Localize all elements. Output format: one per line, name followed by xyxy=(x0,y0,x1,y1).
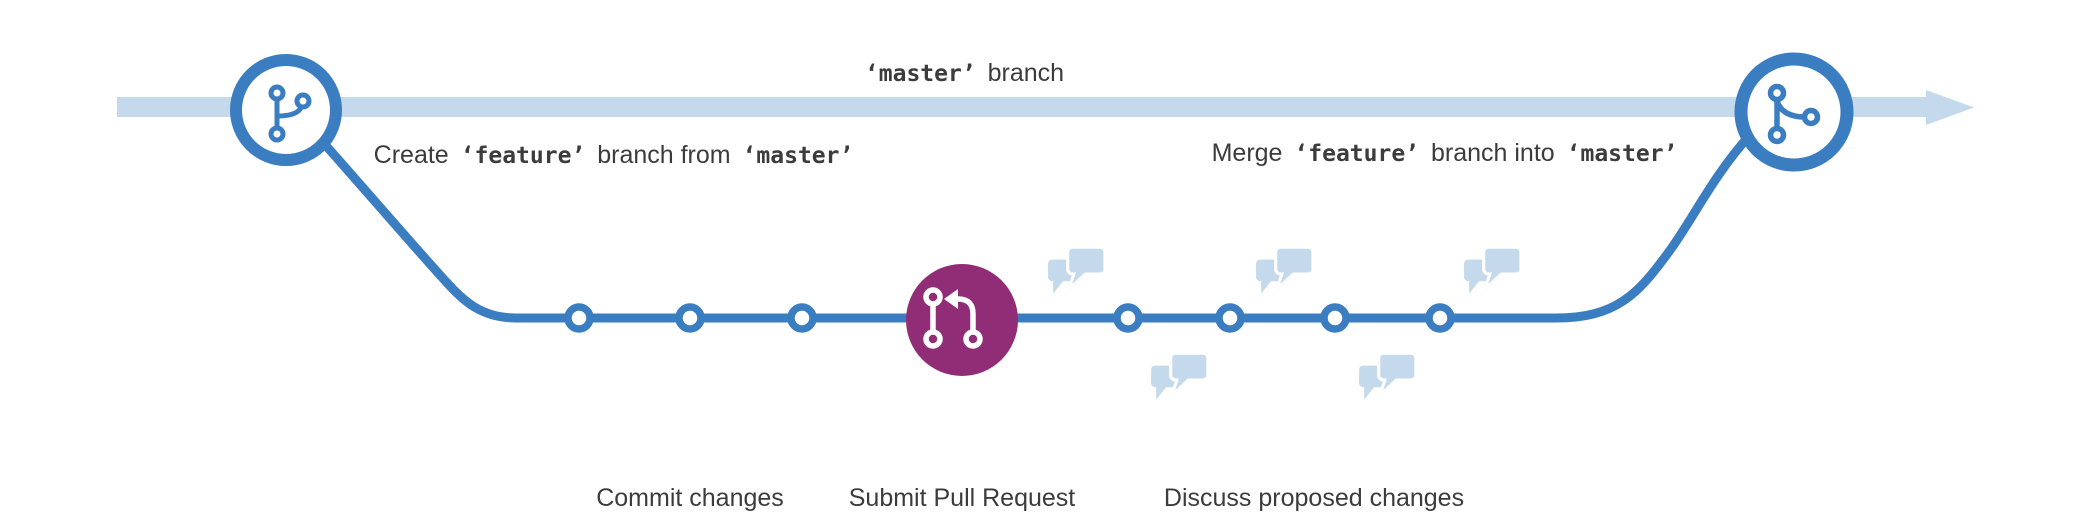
speech-bubbles-icon xyxy=(1149,351,1210,402)
arrow-right-head xyxy=(1926,90,1974,125)
commit-dot xyxy=(675,303,705,333)
merge-point-node xyxy=(1734,52,1854,172)
feature-branch-line xyxy=(315,130,1755,323)
git-pull-request-icon xyxy=(923,287,983,349)
master-code-text: ‘master’ xyxy=(864,61,976,87)
merge-branch-label: Merge ‘feature’ branch into ‘master’ xyxy=(1212,139,1683,168)
commit-dots xyxy=(564,303,1455,333)
create-code-1: ‘feature’ xyxy=(460,143,586,169)
speech-bubbles-icon xyxy=(1046,245,1107,296)
create-branch-label: Create ‘feature’ branch from ‘master’ xyxy=(374,141,859,170)
merge-plain-2: branch into xyxy=(1424,139,1562,167)
master-branch-line xyxy=(117,90,1974,125)
commit-dot xyxy=(787,303,817,333)
commit-dot xyxy=(1320,303,1350,333)
merge-plain-1: Merge xyxy=(1211,139,1290,167)
submit-pull-request-label: Submit Pull Request xyxy=(848,484,1076,512)
speech-bubbles-icon xyxy=(1357,351,1418,402)
create-plain-1: Create xyxy=(373,141,456,169)
git-branch-icon xyxy=(268,84,312,143)
commit-dot xyxy=(564,303,594,333)
commit-changes-label: Commit changes xyxy=(596,484,784,512)
master-branch-label: ‘master’ branch xyxy=(860,59,1064,88)
branch-point-node xyxy=(230,54,342,166)
git-merge-icon xyxy=(1767,83,1821,145)
merge-code-1: ‘feature’ xyxy=(1294,141,1420,167)
merge-code-2: ‘master’ xyxy=(1566,141,1678,167)
commit-dot xyxy=(1113,303,1143,333)
speech-bubbles-icon xyxy=(1462,245,1523,296)
pull-request-node xyxy=(906,264,1018,376)
commit-dot xyxy=(1425,303,1455,333)
speech-bubbles-icon xyxy=(1254,245,1315,296)
create-plain-2: branch from xyxy=(590,141,738,169)
master-plain-text: branch xyxy=(980,59,1065,87)
commit-dot xyxy=(1215,303,1245,333)
create-code-2: ‘master’ xyxy=(742,143,854,169)
discuss-changes-label: Discuss proposed changes xyxy=(1163,484,1465,512)
